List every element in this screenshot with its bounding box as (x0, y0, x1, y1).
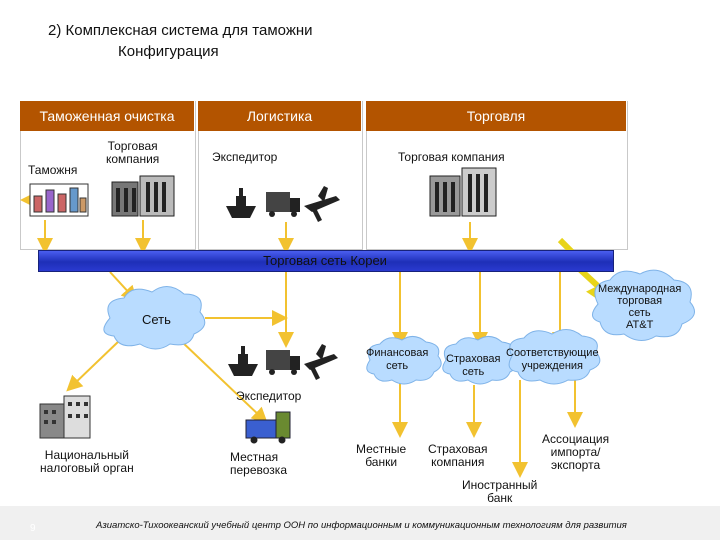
airplane-icon-2 (304, 344, 338, 380)
label-tax-authority: Национальный налоговый орган (40, 448, 134, 475)
truck-icon-2 (266, 350, 300, 375)
label-forwarder: Экспедитор (236, 389, 302, 403)
korea-trade-network-label: Торговая сеть Кореи (263, 253, 387, 268)
label-relevant-institutions: Соответствующие учреждения (506, 347, 599, 372)
ship-icon (226, 188, 256, 218)
korea-trade-network-bar (38, 250, 614, 272)
label-financial-network: Финансовая сеть (366, 347, 429, 372)
page-number-box (0, 506, 720, 540)
header-logistics: Логистика (198, 101, 361, 131)
label-forwarder-top: Экспедитор (212, 150, 278, 164)
label-import-export-association: Ассоциация импорта/ экспорта (542, 432, 610, 472)
page-number: 9 (30, 523, 36, 534)
header-customs-clearance: Таможенная очистка (20, 101, 194, 131)
label-insurance-company: Страховая компания (428, 442, 488, 469)
label-local-banks: Местные банки (356, 442, 407, 469)
cloud-intl-network (592, 269, 695, 341)
trade-section-frame (366, 101, 628, 250)
cloud-relevant-institutions (508, 329, 601, 385)
customs-building-icon (29, 183, 89, 217)
label-intl-network-cloud: Международная торговая сеть AT&T (598, 283, 682, 331)
label-network-cloud: Сеть (142, 312, 171, 327)
label-local-transport: Местная перевозка (230, 450, 287, 477)
truck-icon (266, 192, 300, 217)
slide-title-line1: 2) Комплексная система для таможни (48, 22, 313, 39)
tax-office-building-icon (39, 395, 91, 439)
cloud-network (103, 286, 206, 350)
label-foreign-bank: Иностранный банк (462, 478, 538, 505)
customs-section-frame (20, 101, 196, 250)
slide-title: 2) Комплексная система для таможни Конфи… (48, 20, 313, 62)
header-trade: Торговля (366, 101, 626, 131)
ship-icon-2 (228, 346, 258, 376)
label-trading-company-1: Торговая компания (106, 139, 160, 166)
cloud-financial (366, 336, 442, 385)
trading-company-2-building-icon (429, 167, 497, 217)
delivery-truck-icon (245, 411, 291, 444)
footer-text: Азиатско-Тихоокеанский учебный центр ООН… (96, 520, 627, 531)
slide-title-line2: Конфигурация (118, 43, 219, 60)
trading-company-building-icon (111, 175, 175, 217)
airplane-icon (304, 186, 340, 222)
label-customs-office: Таможня (28, 163, 78, 177)
label-insurance-network: Страховая сеть (446, 353, 501, 378)
label-trading-company-2: Торговая компания (398, 150, 505, 164)
